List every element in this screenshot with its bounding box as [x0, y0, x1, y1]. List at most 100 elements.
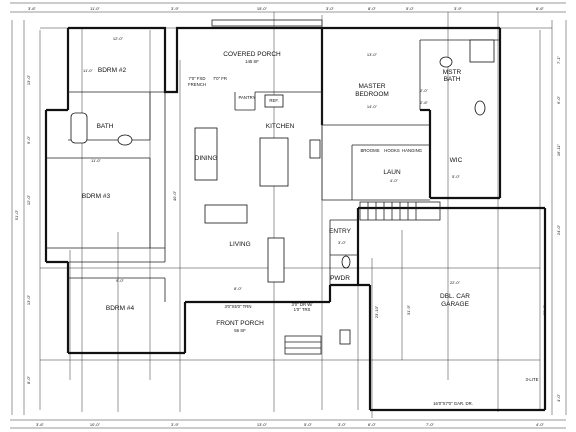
dim-int-8: 22'-0" — [450, 280, 461, 285]
dim-bottom-4: 13'-0" — [257, 422, 268, 427]
label-front-door-1: 3'0" DR W/ — [292, 302, 314, 307]
label-master-1: MASTER — [358, 83, 385, 90]
porch-edge — [211, 19, 323, 27]
walls — [44, 26, 547, 412]
room-labels: BDRM #2 COVERED PORCH 145 SF MASTER BEDR… — [82, 51, 539, 406]
dim-left-1: 13'-0" — [26, 74, 31, 85]
label-front-porch: FRONT PORCH — [216, 320, 264, 327]
dim-int-15: 2'-6" — [420, 100, 429, 105]
dim-int-5: 14'-0" — [367, 104, 378, 109]
label-pantry: PANTRY — [238, 95, 255, 100]
dim-right-1: 7'-1" — [556, 55, 561, 64]
dimension-lines — [10, 2, 567, 429]
dimensions-left: 13'-0" 9'-0" 12'-0" 13'-0" 8'-0" 51'-0" — [14, 74, 31, 384]
dim-top-5: 3'-0" — [326, 6, 335, 11]
master-toilet — [474, 100, 486, 116]
garage-storage — [339, 329, 351, 345]
label-garage-door: 16'0"X7'0" GAR. DR. — [433, 401, 473, 406]
dim-bottom-6: 3'-0" — [338, 422, 347, 427]
dimensions-interior: 12'-0" 11'-0" 11'-0" 13'-0" 14'-0" 9'-0"… — [83, 36, 461, 318]
label-transom: 3'0"X5'0" TRN — [224, 304, 251, 309]
bathtub — [70, 112, 88, 144]
label-fixed-french-2: FRENCH — [188, 82, 206, 87]
powder-toilet — [341, 255, 351, 269]
dim-right-4: 24'-0" — [556, 224, 561, 235]
dim-top-6: 8'-0" — [368, 6, 377, 11]
dim-int-3: 11'-0" — [91, 158, 101, 163]
dim-int-12: 4'-0" — [390, 178, 399, 183]
label-garage-1: DBL. CAR — [440, 293, 470, 300]
dim-int-7: 40'-0" — [172, 190, 177, 201]
label-mstr-bath-1: MSTR — [443, 69, 462, 76]
label-covered-porch: COVERED PORCH — [223, 51, 281, 58]
label-front-porch-area: 56 SF — [234, 328, 246, 333]
dim-bottom-9: 4'-0" — [536, 422, 545, 427]
label-hanging: HANGING — [402, 148, 423, 153]
label-garage-2: GARAGE — [441, 301, 469, 308]
dim-int-2: 11'-0" — [83, 68, 93, 73]
label-brooms: BROOMS — [360, 148, 379, 153]
shower — [469, 39, 495, 63]
dining-table — [194, 127, 218, 181]
dim-top-7: 5'-0" — [406, 6, 415, 11]
dim-top-2: 11'-0" — [90, 6, 100, 11]
living-chair — [267, 237, 285, 283]
dim-bottom-2: 10'-0" — [90, 422, 101, 427]
dim-right-3: 16'-11" — [556, 143, 561, 156]
kitchen-island — [259, 137, 289, 187]
label-master-2: BEDROOM — [355, 91, 389, 98]
bath-sink — [117, 134, 133, 146]
dim-int-9: 23'-10" — [374, 305, 379, 318]
label-front-door-2: 1'0" TRS — [294, 307, 311, 312]
dim-int-14: 3'-0" — [338, 240, 347, 245]
dim-top-8: 3'-9" — [454, 6, 463, 11]
dim-left-3: 12'-0" — [26, 194, 31, 205]
dim-bottom-8: 7'-0" — [426, 422, 435, 427]
label-kitchen: KITCHEN — [266, 123, 295, 130]
dim-int-11: 5'-0" — [452, 174, 461, 179]
fixtures — [70, 19, 495, 355]
label-bdrm3: BDRM #3 — [82, 193, 111, 200]
label-entry: ENTRY — [329, 228, 352, 235]
label-french-door: 7'0" FR — [213, 76, 227, 81]
label-dining: DINING — [195, 155, 218, 162]
dim-left-6: 51'-0" — [14, 209, 19, 220]
dim-left-2: 9'-0" — [26, 135, 31, 144]
dimensions-bottom: 3'-6" 10'-0" 3'-9" 13'-0" 5'-0" 3'-0" 6'… — [36, 422, 545, 427]
refrigerator — [264, 94, 284, 108]
living-sofa — [204, 204, 248, 224]
dim-left-5: 8'-0" — [26, 375, 31, 384]
dim-top-3: 3'-9" — [171, 6, 180, 11]
garage-steps — [359, 201, 441, 221]
master-sink — [439, 56, 453, 68]
label-fixed-french-1: 7'0" FXD — [189, 76, 206, 81]
label-mstr-bath-2: BATH — [444, 76, 461, 83]
dim-int-4: 13'-0" — [367, 52, 378, 57]
label-window-lite: 3-LITE — [526, 377, 539, 382]
dim-right-6: 4'-0" — [556, 393, 561, 402]
dim-int-10: 31'-9" — [406, 304, 411, 315]
dim-left-4: 13'-0" — [26, 294, 31, 305]
dim-bottom-1: 3'-6" — [36, 422, 45, 427]
label-covered-porch-area: 145 SF — [245, 59, 259, 64]
dim-bottom-3: 3'-9" — [171, 422, 180, 427]
dim-top-9: 6'-6" — [536, 6, 545, 11]
dim-bottom-5: 5'-0" — [304, 422, 313, 427]
label-living: LIVING — [229, 241, 250, 248]
kitchen-range — [309, 139, 321, 159]
dim-top-4: 15'-0" — [257, 6, 268, 11]
dim-int-1: 12'-0" — [113, 36, 124, 41]
dimensions-top: 3'-6" 11'-0" 3'-9" 15'-0" 3'-0" 8'-0" 5'… — [28, 6, 545, 11]
label-bdrm2: BDRM #2 — [98, 67, 127, 74]
dim-int-6: 9'-0" — [116, 278, 125, 283]
dim-int-13: 8'-0" — [234, 286, 243, 291]
label-wic: WIC — [450, 157, 463, 164]
dim-right-2: 6'-0" — [556, 95, 561, 104]
label-pwdr: PWDR — [330, 275, 350, 282]
dim-int-16: 2'-0" — [420, 88, 429, 93]
label-bdrm4: BDRM #4 — [106, 305, 135, 312]
label-laun: LAUN — [383, 169, 401, 176]
dim-bottom-7: 6'-0" — [368, 422, 377, 427]
dim-top-1: 3'-6" — [28, 6, 37, 11]
